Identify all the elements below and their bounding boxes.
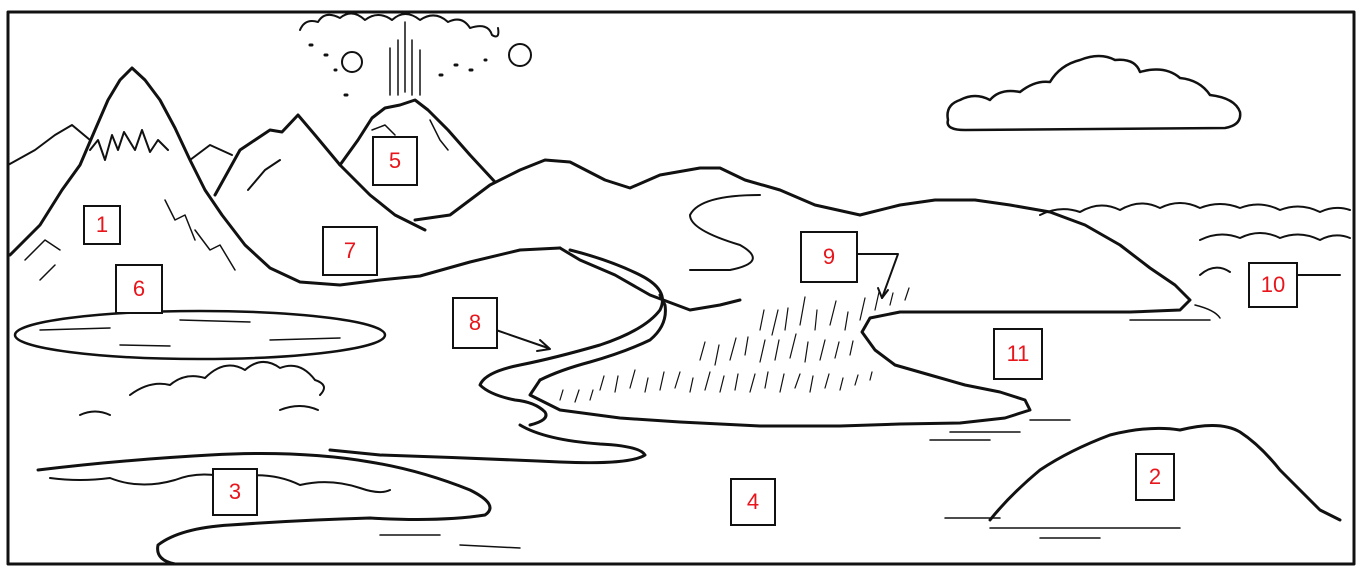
arrow-8 <box>496 330 548 348</box>
island-ripples <box>380 535 520 548</box>
sea-waves <box>1200 233 1350 240</box>
label-number: 9 <box>823 244 835 270</box>
ash-puff <box>342 52 362 72</box>
label-box-10[interactable]: 10 <box>1248 262 1298 308</box>
middle-peak-ridge <box>248 160 280 190</box>
ash-column <box>390 22 420 95</box>
label-box-2[interactable]: 2 <box>1135 453 1175 501</box>
hill-ripples <box>945 518 1180 538</box>
lake-ripples <box>40 320 340 346</box>
snow-cap <box>90 130 168 160</box>
valley-slope <box>560 248 740 310</box>
label-box-8[interactable]: 8 <box>452 297 498 349</box>
cloud <box>948 56 1241 130</box>
grassland <box>560 288 909 402</box>
river-in-hills <box>690 195 760 270</box>
label-box-11[interactable]: 11 <box>993 328 1043 380</box>
river-bank-upper <box>480 250 663 425</box>
label-box-3[interactable]: 3 <box>212 468 258 516</box>
snow-mountain <box>10 68 560 285</box>
label-number: 3 <box>229 479 241 505</box>
ash-puff <box>509 44 531 66</box>
river-bank-lower <box>540 295 665 380</box>
ash-cloud <box>300 13 498 36</box>
label-number: 10 <box>1261 272 1285 298</box>
plateau <box>530 200 1190 426</box>
arrow-9 <box>858 254 898 298</box>
label-number: 11 <box>1007 341 1030 367</box>
label-box-1[interactable]: 1 <box>83 205 121 245</box>
sea-waves <box>1040 203 1350 215</box>
lake <box>15 311 385 359</box>
label-box-5[interactable]: 5 <box>372 136 418 186</box>
label-number: 1 <box>96 212 108 238</box>
river-mouth <box>330 425 645 463</box>
label-box-4[interactable]: 4 <box>730 478 776 526</box>
label-box-9[interactable]: 9 <box>800 231 858 283</box>
label-number: 8 <box>469 310 481 336</box>
label-box-7[interactable]: 7 <box>322 226 378 276</box>
label-number: 7 <box>344 238 356 264</box>
label-number: 4 <box>747 489 759 515</box>
shrubs <box>80 362 324 415</box>
label-box-6[interactable]: 6 <box>115 264 163 314</box>
island <box>38 454 490 564</box>
label-number: 6 <box>133 276 145 302</box>
label-number: 2 <box>1149 464 1161 490</box>
label-number: 5 <box>389 148 401 174</box>
